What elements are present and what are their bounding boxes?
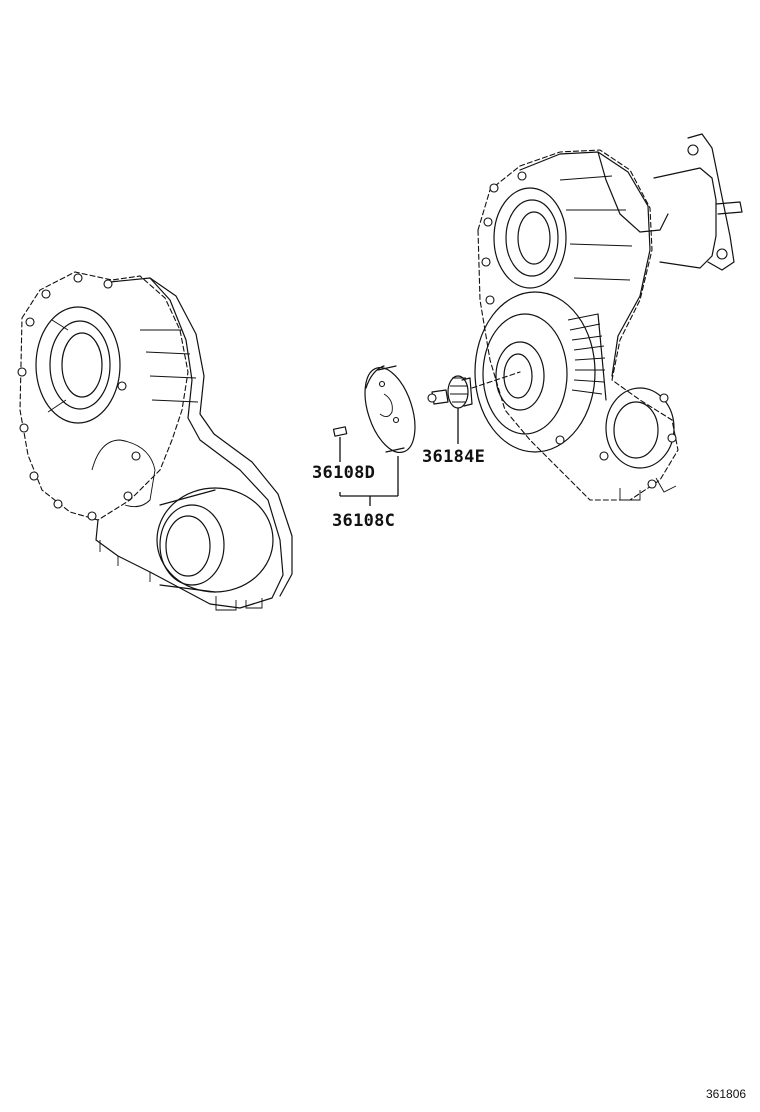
rear-housing-bolt-holes [481, 171, 677, 489]
front-housing-illustration [17, 271, 293, 611]
leader-lines [339, 408, 459, 506]
diagram-number: 361806 [706, 1087, 746, 1101]
label-36108D[interactable]: 36108D [312, 463, 375, 483]
part-36184E-shaft[interactable] [427, 375, 473, 409]
ring-gear-teeth [567, 313, 607, 401]
rear-housing-illustration [474, 133, 743, 501]
assembly-line [471, 371, 521, 389]
label-36184E[interactable]: 36184E [422, 447, 485, 467]
front-housing-bolt-holes [17, 273, 141, 521]
part-36108D-pin[interactable] [332, 426, 348, 437]
label-36108C[interactable]: 36108C [332, 511, 395, 531]
part-36108C-plate[interactable] [355, 361, 424, 458]
